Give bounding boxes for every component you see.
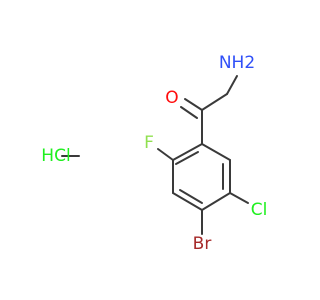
ring-bond-3-inner <box>179 189 203 204</box>
bond-carbonyl-oxygen-b <box>180 106 198 119</box>
oxygen-label: O <box>165 88 178 108</box>
bond-carbonyl-oxygen-a <box>184 98 203 111</box>
ring-bond-4 <box>201 192 231 211</box>
bond-group <box>61 75 249 235</box>
molecule-structure: NH2 O F Cl Br HCl <box>41 53 268 254</box>
ring-bond-6 <box>201 143 231 161</box>
ring-bond-1-inner <box>175 151 199 165</box>
fluorine-label: F <box>144 133 154 153</box>
chlorine-label: Cl <box>251 200 268 220</box>
bond-ring-chlorine <box>229 192 249 204</box>
bromine-label: Br <box>193 234 212 254</box>
bond-ring-fluorine <box>157 148 174 161</box>
bond-n-ch2 <box>226 75 238 95</box>
amine-label: NH2 <box>219 53 255 73</box>
ring-bond-1 <box>172 143 203 161</box>
ring-bond-3 <box>172 192 203 211</box>
bond-ch2-carbonyl <box>201 93 228 111</box>
salt-label: HCl <box>41 146 70 166</box>
